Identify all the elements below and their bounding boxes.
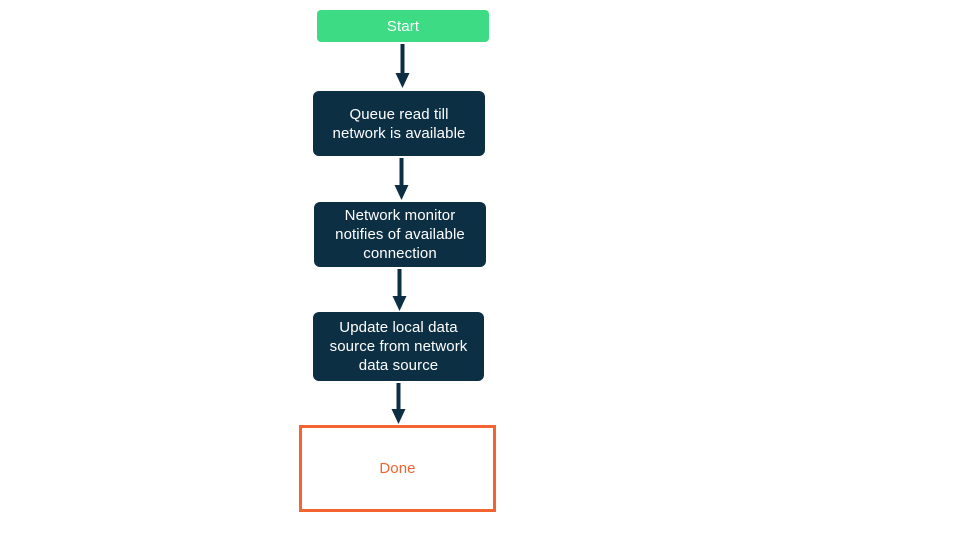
arrow-down-icon [394,158,409,200]
node-update-local-label: Update local data source from network da… [329,319,468,374]
edge-update-local-to-done [391,383,406,425]
node-done-label: Done [379,460,416,477]
node-queue-read-label: Queue read till network is available [332,105,466,142]
arrow-down-icon [395,44,410,88]
node-queue-read[interactable]: Queue read till network is available [313,91,485,156]
edge-network-monitor-to-update-local [392,269,407,312]
node-start[interactable]: Start [317,10,489,42]
node-done[interactable]: Done [299,425,496,512]
arrow-down-icon [392,269,407,311]
node-update-local[interactable]: Update local data source from network da… [313,312,484,381]
node-network-monitor-label: Network monitor notifies of available co… [335,207,465,262]
node-network-monitor[interactable]: Network monitor notifies of available co… [314,202,486,267]
node-start-label: Start [386,17,420,35]
edge-start-to-queue-read [395,44,410,89]
edge-queue-read-to-network-monitor [394,158,409,201]
arrow-down-icon [391,383,406,424]
